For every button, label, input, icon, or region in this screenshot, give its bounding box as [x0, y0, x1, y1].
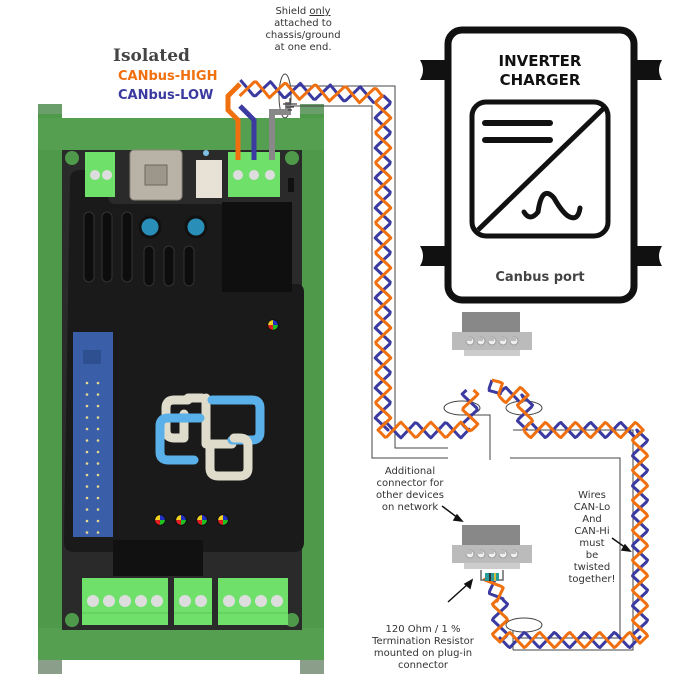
note-line: 120 Ohm / 1 % [385, 624, 461, 635]
logo-icon [155, 393, 265, 481]
legend-can-low: CANbus-LOW [118, 88, 214, 103]
note-line: be [585, 550, 599, 561]
status-leds [154, 319, 279, 526]
arrow-icon [441, 505, 632, 603]
status-led [267, 319, 279, 331]
mount-hole [65, 613, 79, 627]
twisted-pair-cable [238, 79, 649, 649]
can-low-strand [239, 79, 479, 440]
can-high-wire [225, 82, 242, 160]
legend-title: Isolated [113, 46, 190, 66]
shield-ring [443, 400, 481, 416]
mount-hole [285, 613, 299, 627]
can-high-strand [482, 378, 649, 649]
shield-note-emphasis: only [309, 6, 331, 17]
inverter-charger-icon [420, 26, 662, 304]
note-line: connector [397, 660, 449, 671]
mount-hole [65, 151, 79, 165]
vent-slots [83, 211, 195, 287]
usb-port[interactable] [129, 149, 183, 201]
shield-note-line: attached to chassis/ground [265, 18, 341, 41]
status-light-window [196, 160, 222, 198]
terminal-block-power[interactable] [85, 152, 115, 197]
legend-can-high: CANbus-HIGH [118, 69, 218, 84]
status-led [217, 514, 229, 526]
ground-symbol-icon [283, 98, 297, 111]
resistor-note: 120 Ohm / 1 % Termination Resistor mount… [368, 624, 478, 672]
note-line: twisted [573, 562, 611, 573]
pin-header[interactable] [73, 332, 113, 537]
inverter-title-line: CHARGER [499, 71, 581, 89]
shield-ring [278, 73, 292, 119]
status-led [154, 514, 166, 526]
inverter-title-line: INVERTER [498, 52, 582, 70]
note-line: other devices [376, 490, 444, 501]
note-line: must [579, 538, 605, 549]
jumper [288, 178, 294, 192]
can-low-wire [238, 104, 257, 160]
inverter-port-label: Canbus port [495, 270, 585, 285]
note-line: on network [381, 502, 439, 513]
note-line: Wires [578, 490, 606, 501]
ground-wire [269, 102, 291, 160]
button-1[interactable] [138, 215, 162, 239]
can-high-strand [238, 80, 480, 439]
inverter-title: INVERTER CHARGER [470, 52, 610, 90]
additional-connector-note: Additional connector for other devices o… [370, 466, 450, 514]
bottom-terminal-blocks[interactable] [82, 578, 288, 625]
terminal-block[interactable] [82, 578, 168, 625]
indicator-led [203, 150, 209, 156]
twist-note: Wires CAN-Lo And CAN-Hi must be twisted … [562, 490, 622, 586]
button-2[interactable] [184, 215, 208, 239]
shield-ring [505, 617, 543, 633]
note-line: connector for [376, 478, 444, 489]
terminal-block[interactable] [218, 578, 288, 625]
note-line: Additional [384, 466, 436, 477]
note-line: CAN-Hi [574, 526, 610, 537]
status-led [175, 514, 187, 526]
header-pins [85, 381, 100, 534]
status-led [196, 514, 208, 526]
relay-block [222, 202, 292, 292]
note-line: Termination Resistor [372, 636, 474, 647]
cable-shield-outline [288, 85, 634, 651]
note-line: together! [568, 574, 616, 585]
terminal-block[interactable] [174, 578, 212, 625]
termination-resistor-icon [480, 570, 504, 581]
note-line: CAN-Lo [573, 502, 611, 513]
canbus-port-connector[interactable] [452, 312, 532, 356]
shield-note: Shield only attached to chassis/ground a… [238, 6, 368, 54]
shield-note-line: Shield [275, 6, 310, 17]
connector-housing [113, 540, 203, 576]
mount-hole [285, 151, 299, 165]
note-line: mounted on plug-in [373, 648, 473, 659]
connector-screws [464, 336, 519, 559]
additional-connector[interactable] [452, 525, 532, 569]
shield-note-line: at one end. [274, 42, 332, 53]
note-line: And [582, 514, 602, 525]
